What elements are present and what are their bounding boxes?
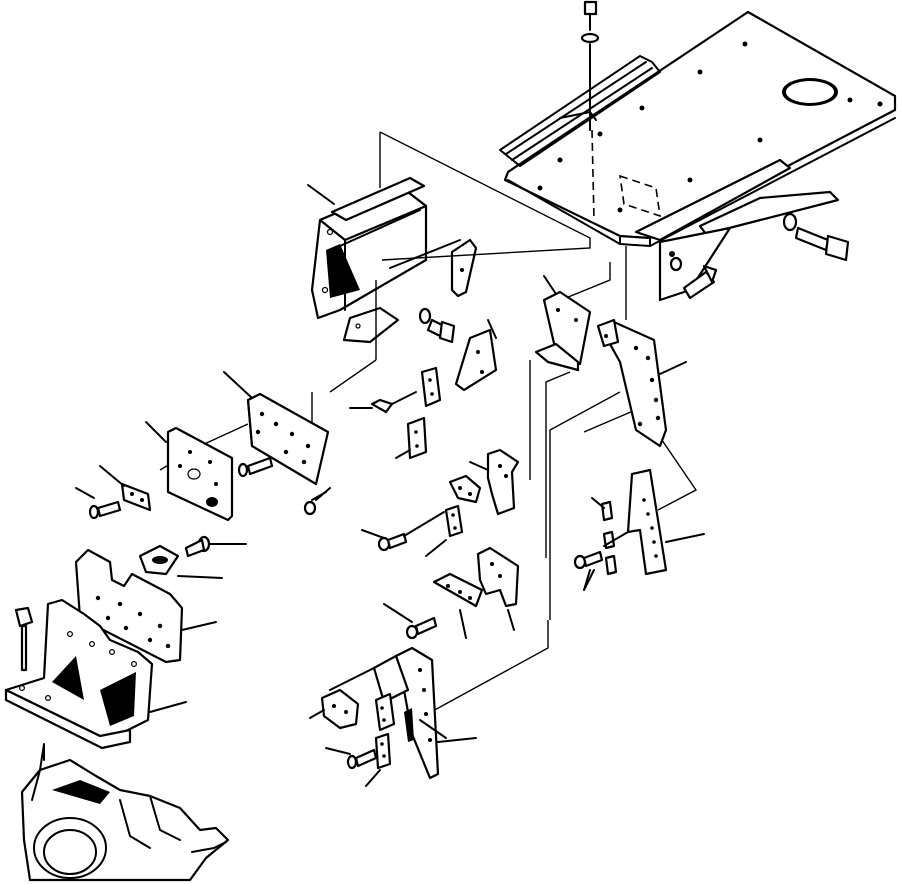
side-bolt-right <box>782 212 850 262</box>
leader-shim-lower <box>459 609 467 639</box>
bolt-lower-mid <box>383 603 438 640</box>
leader-lower-mount-frame <box>149 701 187 713</box>
leader-shim-bottom-c <box>365 769 381 787</box>
shim-right-upper <box>448 474 482 504</box>
leader-floor-support-bracket <box>659 361 687 375</box>
leader-mount-plate-upper <box>181 621 217 631</box>
shim-mid <box>406 416 428 460</box>
bolt-mid-left <box>349 391 417 414</box>
lower-mount-frame <box>4 598 154 750</box>
leader-angle-bracket-upper <box>543 275 557 295</box>
leader-shim-bottom-a <box>309 709 325 719</box>
step-clip-bracket <box>389 238 478 298</box>
leader-vertical-support-bar <box>665 533 705 543</box>
step-cover-plate <box>342 306 400 344</box>
leader-shim-right-small <box>425 539 447 557</box>
step-bracket-upper <box>469 448 520 516</box>
leader-lines-misc <box>315 487 591 739</box>
vertical-support-bar <box>626 468 668 576</box>
shim-bottom-b <box>374 692 396 732</box>
square-plate <box>166 426 234 522</box>
step-bolt <box>418 307 456 344</box>
shim-bottom-a <box>320 688 360 730</box>
transmission-housing <box>20 743 230 882</box>
leader-square-plate <box>145 421 167 443</box>
leader-step-bracket-lower <box>507 609 515 631</box>
angle-bracket-upper <box>534 290 592 372</box>
side-rail-bracket <box>619 158 840 302</box>
leader-center-mounting-plate <box>223 371 253 399</box>
side-bolt-lower <box>669 256 718 300</box>
bolt-vertical-left <box>14 606 34 672</box>
bolt-left <box>75 487 122 520</box>
center-mounting-plate <box>246 392 330 486</box>
shim-bottom-c <box>374 732 392 770</box>
shim-left <box>120 482 152 512</box>
small-shims-right <box>591 497 618 576</box>
step-bracket-lower <box>476 546 520 608</box>
mount-plate-upper <box>74 548 184 664</box>
leader-spacer-washer <box>177 575 223 579</box>
spacer-washer <box>138 544 180 576</box>
floor-support-bracket <box>596 318 668 448</box>
leader-lower-support-bar <box>437 737 477 743</box>
floor-plate-bolt-holes <box>537 41 883 213</box>
bolt-center <box>237 456 274 478</box>
bolt-lower-left <box>184 535 247 558</box>
bolt-right-small <box>573 531 629 591</box>
inclined-plate <box>454 328 498 392</box>
floor-plate <box>503 10 897 247</box>
leader-inclined-plate <box>487 319 497 339</box>
leader-shim-left <box>99 465 125 487</box>
bolt-center-lower <box>303 491 327 516</box>
top-bolt <box>580 0 600 221</box>
shim-upper <box>420 366 442 408</box>
bolt-bottom <box>325 747 378 770</box>
bolt-right-mid <box>361 511 445 552</box>
leader-shim-mid <box>395 449 411 459</box>
shim-lower <box>432 572 484 608</box>
lower-support-bar <box>329 646 440 780</box>
shim-right-small <box>444 504 464 538</box>
step-box <box>310 176 428 320</box>
leader-step-box <box>307 184 335 205</box>
